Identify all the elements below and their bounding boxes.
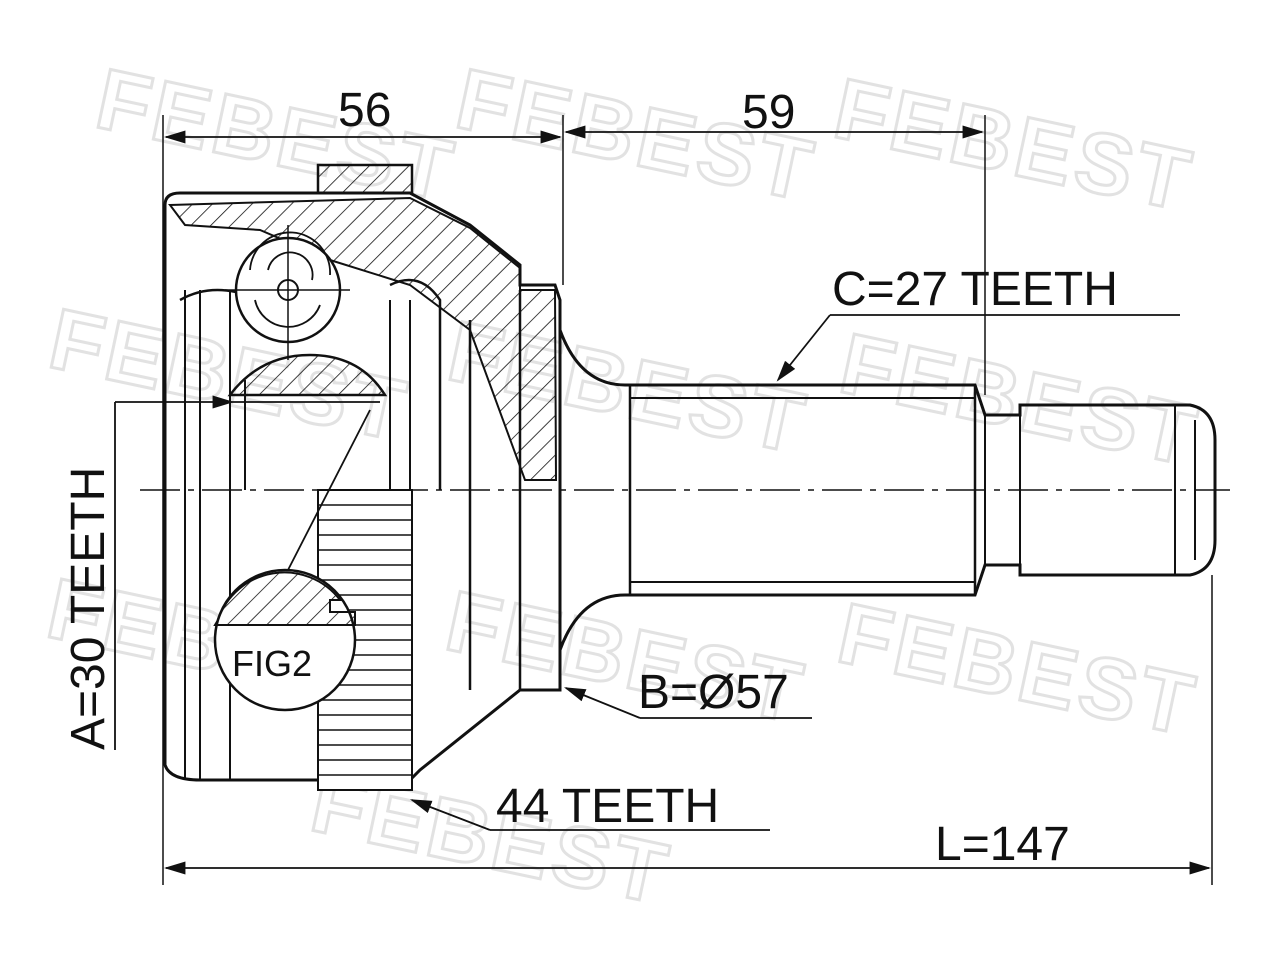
outer-housing xyxy=(163,163,562,791)
callout-inner-spline: A=30 TEETH xyxy=(62,395,380,750)
total-length-label: L=147 xyxy=(935,818,1070,871)
callout-abs-ring: 44 TEETH xyxy=(409,780,770,833)
callout-diameter: B=Ø57 xyxy=(563,666,812,719)
svg-text:FEBEST: FEBEST xyxy=(830,585,1205,754)
svg-text:FEBEST: FEBEST xyxy=(89,51,464,220)
fig2-label: FIG2 xyxy=(232,643,312,684)
dim-56: 56 xyxy=(163,84,563,144)
watermark-9: FEBEST xyxy=(829,584,1207,756)
housing-top-cap xyxy=(316,163,414,195)
abs-ring-label: 44 TEETH xyxy=(496,780,719,833)
diameter-label: B=Ø57 xyxy=(638,666,789,719)
inner-spline-label: A=30 TEETH xyxy=(62,467,115,750)
fig2-detail: FIG2 xyxy=(213,409,371,712)
extension-lines xyxy=(162,115,1213,885)
dim-59: 59 xyxy=(563,86,985,139)
watermark-3: FEBEST xyxy=(825,59,1203,231)
dim-56-label: 56 xyxy=(338,84,391,137)
dim-total-length: L=147 xyxy=(163,818,1212,875)
outer-spline-label: C=27 TEETH xyxy=(832,263,1118,316)
callout-outer-spline: C=27 TEETH xyxy=(776,263,1180,382)
stub-shaft xyxy=(558,329,1217,651)
svg-text:FEBEST: FEBEST xyxy=(826,61,1201,230)
dim-59-label: 59 xyxy=(742,86,795,139)
watermark-1: FEBEST xyxy=(87,49,465,221)
